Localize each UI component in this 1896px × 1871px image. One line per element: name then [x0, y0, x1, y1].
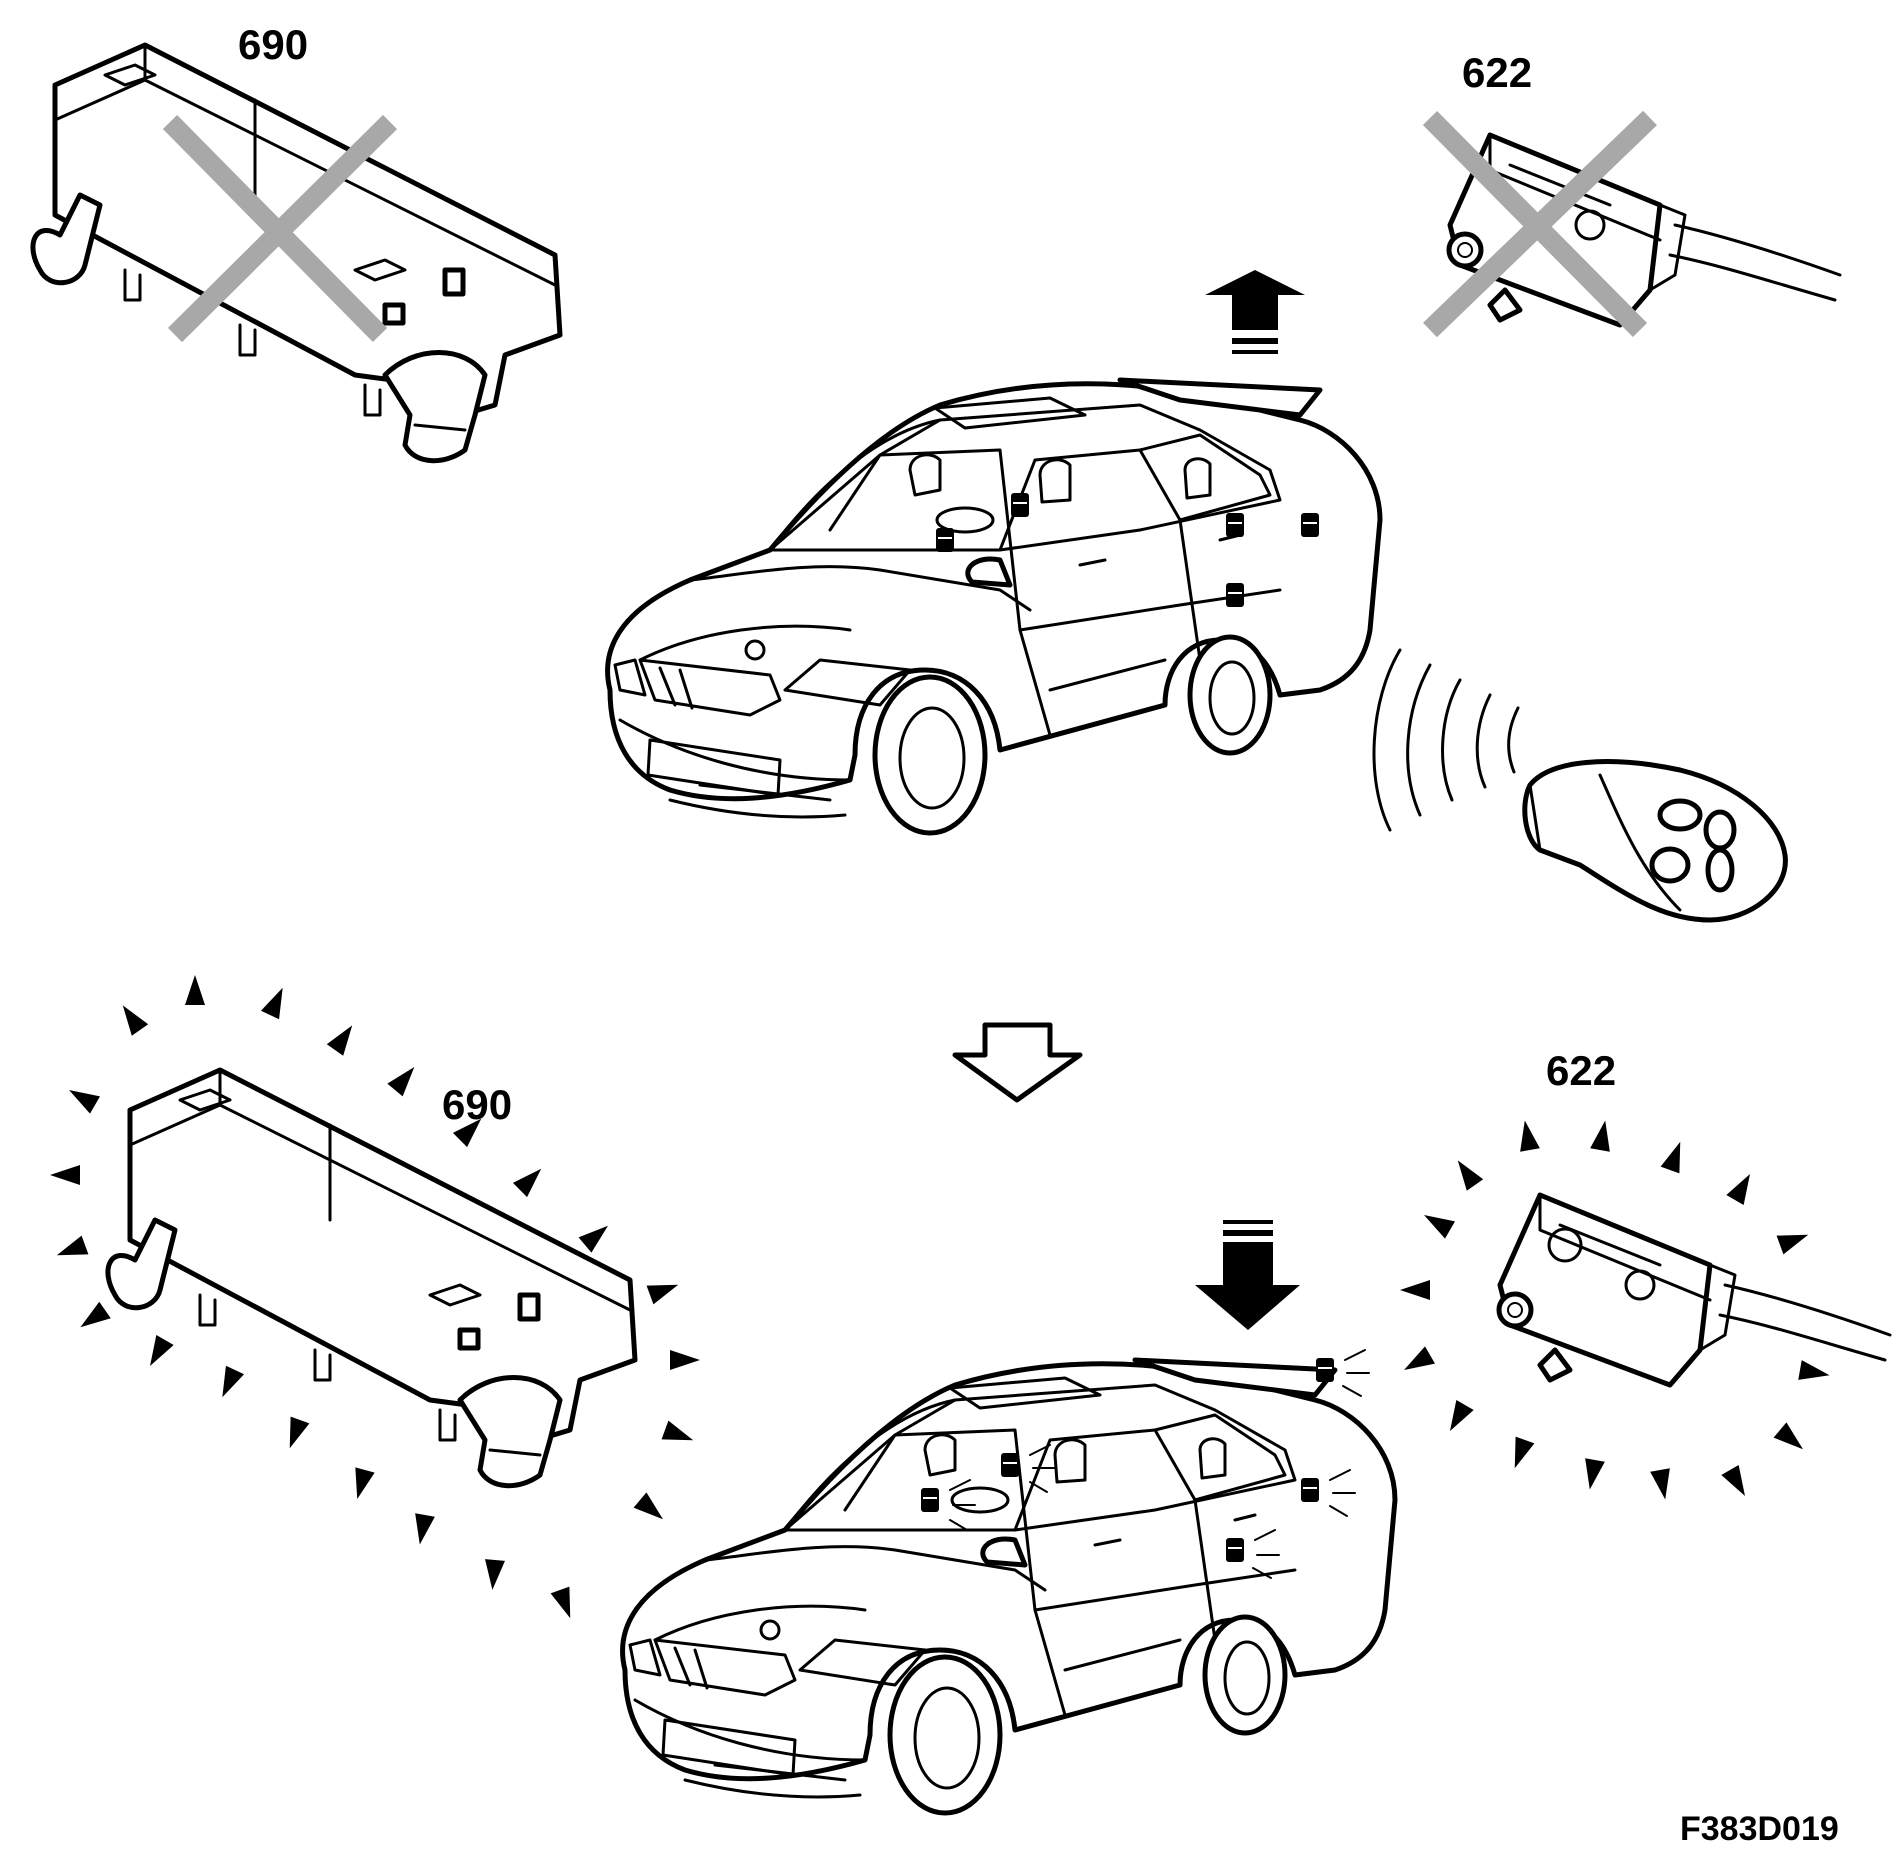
module-622-top: [1449, 135, 1840, 325]
remote-key-fob-icon: [1525, 762, 1786, 920]
cross-out-icon: [1430, 118, 1650, 330]
car-top: [608, 380, 1380, 833]
cross-out-icon: [170, 122, 390, 335]
label-690-bottom: 690: [442, 1081, 513, 1128]
module-690-bottom: [108, 1070, 635, 1486]
hollow-down-arrow-icon: [955, 1025, 1080, 1100]
up-arrow-icon: [1205, 270, 1305, 354]
figure-code: F383D019: [1680, 1810, 1839, 1848]
module-622-bottom: [1499, 1195, 1890, 1385]
label-622-top: 622: [1462, 49, 1533, 96]
label-622-bottom: 622: [1546, 1047, 1617, 1094]
label-690-top: 690: [238, 21, 309, 68]
radio-signal-icon: [1374, 650, 1518, 830]
car-bottom: [623, 1350, 1395, 1813]
down-arrow-icon: [1195, 1220, 1300, 1330]
